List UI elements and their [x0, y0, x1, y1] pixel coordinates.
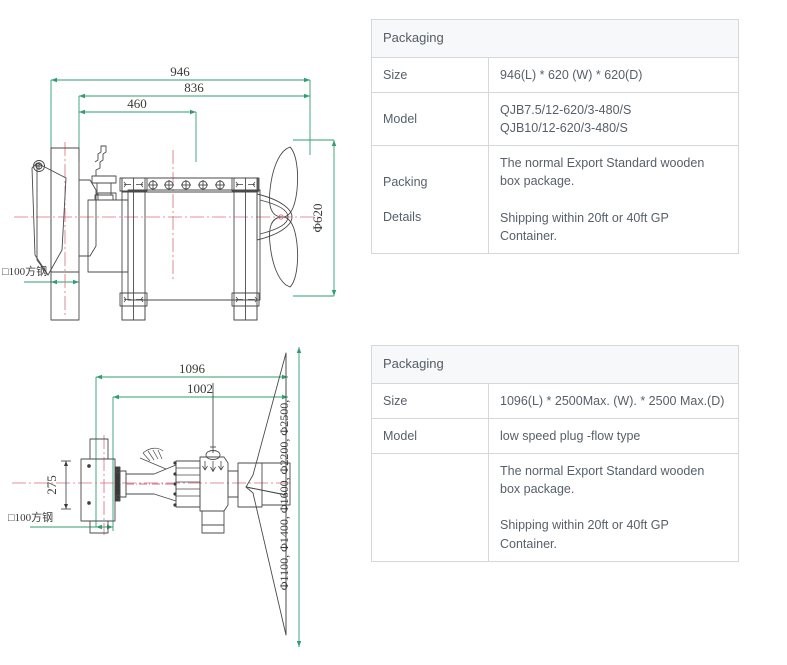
table-header-row: Packaging	[371, 19, 739, 58]
row-label-size: Size	[371, 382, 489, 419]
dim-1096: 1096	[179, 361, 206, 376]
row-label-details: Details	[383, 209, 422, 224]
table-title: Packaging	[371, 19, 739, 58]
row-label-model: Model	[371, 91, 489, 147]
annotation-square-steel-bottom: □100方钢	[8, 510, 53, 524]
dim-946: 946	[170, 64, 190, 79]
row-value-model: QJB7.5/12-620/3-480/S QJB10/12-620/3-480…	[488, 91, 739, 147]
technical-drawing-bottom: 1096 1002 275 Φ1100, Φ1400, Φ1600, Φ2200…	[0, 335, 368, 660]
packaging-table-2: Packaging Size 1096(L) * 2500Max. (W). *…	[371, 345, 739, 562]
row-value-model: low speed plug -flow type	[488, 417, 739, 455]
dim-dia620: Φ620	[310, 203, 325, 232]
row-value-packing-details: The normal Export Standard wooden box pa…	[488, 453, 739, 562]
packaging-table-1: Packaging Size 946(L) * 620 (W) * 620(D)…	[371, 19, 739, 254]
table-row: The normal Export Standard wooden box pa…	[371, 453, 739, 562]
row-value-packing-details: The normal Export Standard wooden box pa…	[488, 145, 739, 254]
annotation-square-steel-top: □100方钢	[2, 264, 47, 278]
dim-275: 275	[44, 475, 59, 495]
table-row: Size 946(L) * 620 (W) * 620(D)	[371, 56, 739, 93]
row-label-packing-details: Packing Details	[371, 145, 489, 254]
dim-1002: 1002	[187, 381, 213, 396]
row-label-packing: Packing	[383, 174, 428, 189]
dim-diameter-series: Φ1100, Φ1400, Φ1600, Φ2200, Φ2500,	[277, 400, 291, 590]
row-value-size: 1096(L) * 2500Max. (W). * 2500 Max.(D)	[488, 382, 739, 419]
row-label-empty	[371, 453, 489, 562]
row-label-size: Size	[371, 56, 489, 93]
dim-460: 460	[127, 96, 147, 111]
table-row: Model low speed plug -flow type	[371, 417, 739, 455]
dim-836: 836	[184, 80, 204, 95]
table-row: Model QJB7.5/12-620/3-480/S QJB10/12-620…	[371, 91, 739, 147]
technical-drawing-top: 946 836 460 Φ620 □100方钢	[0, 50, 368, 325]
row-label-model: Model	[371, 417, 489, 455]
table-header-row: Packaging	[371, 345, 739, 384]
table-row: Size 1096(L) * 2500Max. (W). * 2500 Max.…	[371, 382, 739, 419]
table-title: Packaging	[371, 345, 739, 384]
table-row: Packing Details The normal Export Standa…	[371, 145, 739, 254]
row-value-size: 946(L) * 620 (W) * 620(D)	[488, 56, 739, 93]
